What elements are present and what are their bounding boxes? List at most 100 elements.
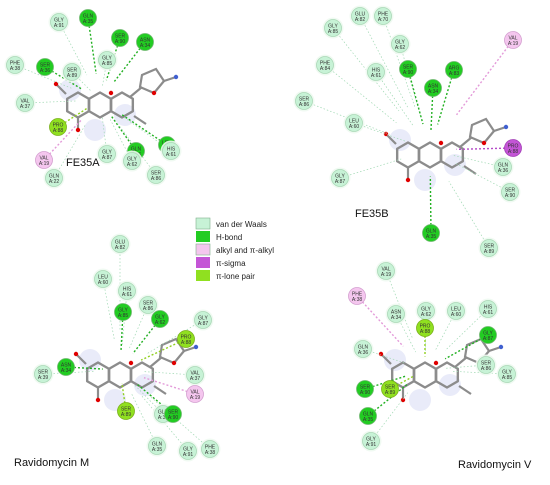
residue-circle (391, 35, 409, 53)
residue-name: SER (67, 67, 78, 73)
legend-label-pilone: π-lone pair (216, 272, 255, 281)
residue-position: A:85 (118, 313, 129, 319)
residue-position: A:38 (352, 297, 363, 303)
residue-circle (399, 60, 417, 78)
residue-position: A:62 (155, 320, 166, 326)
ligand-atom (503, 124, 509, 130)
panel-title-fe35b: FE35B (355, 208, 389, 220)
residue-position: A:86 (151, 176, 162, 182)
residue-circle (498, 365, 516, 383)
contact-line-hbond (437, 69, 455, 125)
residue-name: ASN (391, 309, 402, 315)
residue-name: SER (40, 62, 51, 68)
ligand-halo (79, 349, 101, 371)
residue-circle (362, 432, 380, 450)
residue-circle (445, 61, 463, 79)
residue-position: A:37 (20, 104, 31, 110)
residue-circle (381, 380, 399, 398)
ligand-atom (173, 74, 179, 80)
legend: van der Waals H-bond alkyl and π-alkyl π… (195, 217, 274, 281)
residue-circle (494, 158, 512, 176)
residue-name: VAL (190, 389, 199, 395)
residue-name: SER (481, 360, 492, 366)
residue-circle (49, 118, 67, 136)
residue-name: VAL (381, 266, 390, 272)
residue-name: GLN (152, 441, 163, 447)
residue-name: GLN (131, 146, 142, 152)
residue-position: A:90 (403, 70, 414, 76)
ligand-bond (55, 83, 67, 95)
residue-circle (387, 305, 405, 323)
contact-line-vdw (444, 308, 489, 351)
ligand-halo (59, 79, 81, 101)
residue-position: A:34 (428, 89, 439, 95)
residue-circle (186, 366, 204, 384)
ligand-ring (87, 91, 113, 119)
residue-circle (480, 239, 498, 257)
panel-title-ravidomycin-v: Ravidomycin V (458, 459, 532, 471)
residue-name: GLY (183, 446, 193, 452)
contact-line-hbond (429, 176, 432, 234)
residue-circle (504, 139, 522, 157)
residue-circle (45, 169, 63, 187)
contact-line-vdw (448, 181, 490, 249)
residue-name: PRO (508, 143, 519, 149)
residue-name: GLY (483, 330, 493, 336)
contact-line-vdw (58, 21, 88, 76)
residue-name: ASN (61, 362, 72, 368)
residue-position: A:91 (54, 23, 65, 29)
contact-line-vdw (375, 71, 414, 126)
ligand-halo (409, 389, 431, 411)
legend-swatch-hbond (196, 231, 210, 242)
residue-circle (136, 33, 154, 51)
ligand-ring (109, 91, 135, 119)
residue-position: A:62 (421, 312, 432, 318)
residue-name: GLU (115, 239, 126, 245)
residue-circle (117, 402, 135, 420)
residue-position: A:82 (115, 245, 126, 251)
residue-name: GLN (498, 162, 509, 168)
residue-circle (79, 9, 97, 27)
residue-position: A:19 (508, 41, 519, 47)
residue-name: PRO (181, 334, 192, 340)
residue-position: A:34 (140, 43, 151, 49)
residue-circle (479, 300, 497, 318)
residue-position: A:60 (98, 280, 109, 286)
residue-position: A:90 (360, 390, 371, 396)
residue-name: SER (403, 64, 414, 70)
residue-position: A:88 (420, 329, 431, 335)
residue-name: GLY (395, 39, 405, 45)
residue-position: A:61 (371, 73, 382, 79)
residue-circle (123, 152, 141, 170)
residue-position: A:39 (38, 375, 49, 381)
legend-label-hbond: H-bond (216, 233, 242, 242)
residue-position: A:61 (166, 152, 177, 158)
ligand-halo (384, 349, 406, 371)
residue-position: A:88 (53, 128, 64, 134)
ligand-bond (463, 165, 477, 175)
ligand-atom (75, 127, 81, 133)
ligand-ring (439, 141, 465, 169)
residue-circle (177, 330, 195, 348)
residue-circle (34, 365, 52, 383)
ligand-bond (129, 86, 143, 98)
residue-position: A:87 (102, 155, 113, 161)
residue-name: GLY (127, 156, 137, 162)
legend-label-alkyl: alkyl and π-alkyl (216, 246, 274, 255)
ligand-ring (417, 141, 443, 169)
residue-circle (354, 340, 372, 358)
